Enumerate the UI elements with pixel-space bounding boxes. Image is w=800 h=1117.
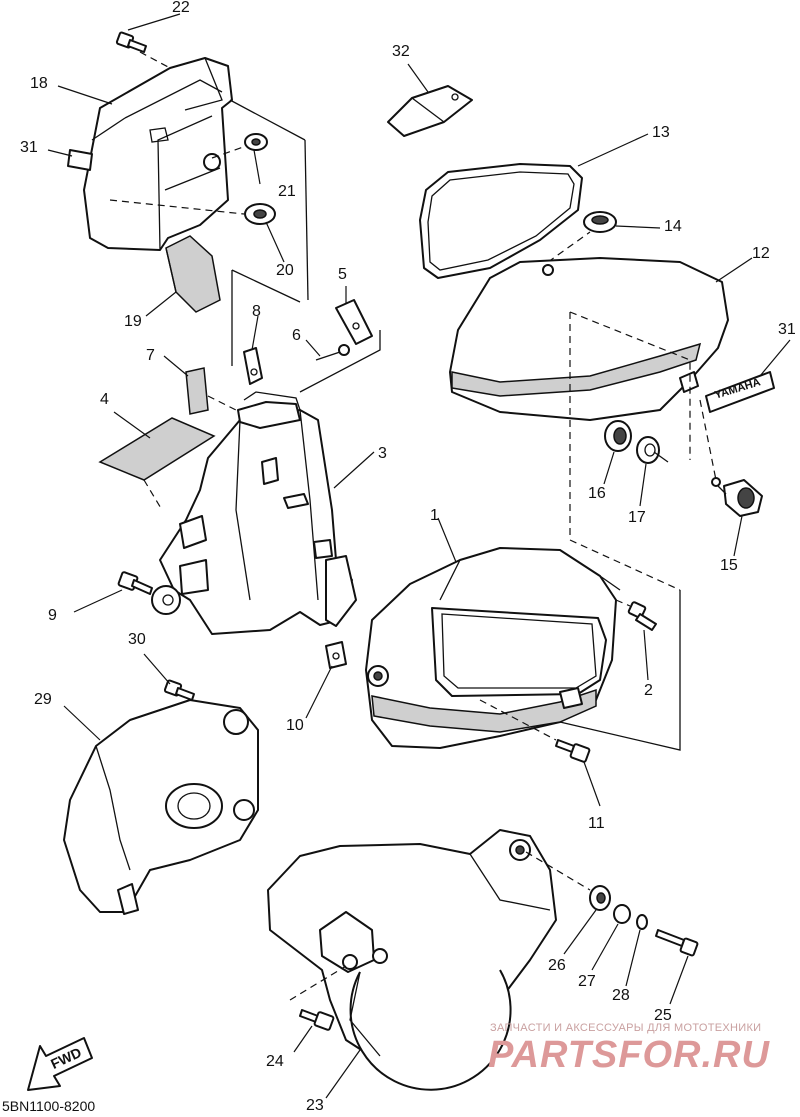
part-31-emblem-right (705, 371, 775, 413)
part-26-grommet (589, 885, 611, 911)
part-15-lock (711, 477, 763, 517)
callout-2: 2 (644, 682, 653, 699)
part-32-pad (387, 85, 473, 137)
callout-7: 7 (146, 347, 155, 364)
callout-15: 15 (720, 557, 738, 574)
part-17-grommet (636, 436, 669, 464)
part-2-bolt (627, 601, 657, 631)
callout-12: 12 (752, 245, 770, 262)
part-22-bolt (115, 31, 147, 53)
callout-19: 19 (124, 313, 142, 330)
callout-1: 1 (430, 507, 439, 524)
part-6-pin (315, 344, 350, 361)
part-14-grommet (583, 211, 617, 233)
part-12-cover (449, 257, 729, 421)
callout-8: 8 (252, 303, 261, 320)
part-30-bolt (163, 679, 195, 701)
callout-31-left: 31 (20, 139, 38, 156)
callout-26: 26 (548, 957, 566, 974)
callout-27: 27 (578, 973, 596, 990)
part-9-bolt (117, 571, 153, 595)
part-4-plate (98, 417, 216, 481)
callout-3: 3 (378, 445, 387, 462)
callout-25: 25 (654, 1007, 672, 1024)
callout-31-right: 31 (778, 321, 796, 338)
watermark-subtitle: ЗАПЧАСТИ И АКСЕССУАРЫ ДЛЯ МОТОТЕХНИКИ (490, 1022, 762, 1034)
callout-9: 9 (48, 607, 57, 624)
watermark-brand: PARTSFOR.RU (488, 1034, 770, 1076)
leader-lines (47, 13, 791, 1099)
part-25-bolt (655, 929, 699, 957)
part-8-clip (243, 347, 263, 385)
part-7-strip (185, 367, 209, 415)
callout-17: 17 (628, 509, 646, 526)
part-29-cover (63, 699, 259, 915)
part-21-grommet (244, 133, 268, 151)
diagram-code: 5BN1100-8200 (2, 1098, 96, 1114)
part-27-collar (613, 904, 631, 924)
part-28-washer (636, 914, 648, 930)
part-11-bolt (555, 739, 591, 763)
callout-30: 30 (128, 631, 146, 648)
callout-13: 13 (652, 124, 670, 141)
part-10-clip (325, 641, 347, 669)
part-31-emblem-left (67, 149, 93, 171)
callout-24: 24 (266, 1053, 284, 1070)
part-20-grommet (244, 203, 276, 225)
part-16-nut (604, 420, 632, 452)
callout-21: 21 (278, 183, 296, 200)
part-5-plate (335, 299, 373, 345)
callout-28: 28 (612, 987, 630, 1004)
part-19-pad (165, 235, 221, 313)
callout-11: 11 (588, 815, 605, 832)
part-1-cover (365, 547, 621, 749)
callout-29: 29 (34, 691, 52, 708)
callout-22: 22 (172, 0, 190, 16)
fwd-arrow (27, 1037, 93, 1091)
callout-5: 5 (338, 266, 347, 283)
callout-18: 18 (30, 75, 48, 92)
part-24-bolt (299, 1009, 335, 1031)
part-23-cover (267, 829, 557, 1091)
callout-6: 6 (292, 327, 301, 344)
part-3-bracket (151, 391, 357, 635)
callout-4: 4 (100, 391, 109, 408)
callout-10: 10 (286, 717, 304, 734)
callout-23: 23 (306, 1097, 324, 1114)
part-18-side-cover (83, 57, 233, 251)
part-13-panel (419, 163, 583, 279)
callout-20: 20 (276, 262, 294, 279)
callout-14: 14 (664, 218, 682, 235)
callout-32: 32 (392, 43, 410, 60)
callout-16: 16 (588, 485, 606, 502)
